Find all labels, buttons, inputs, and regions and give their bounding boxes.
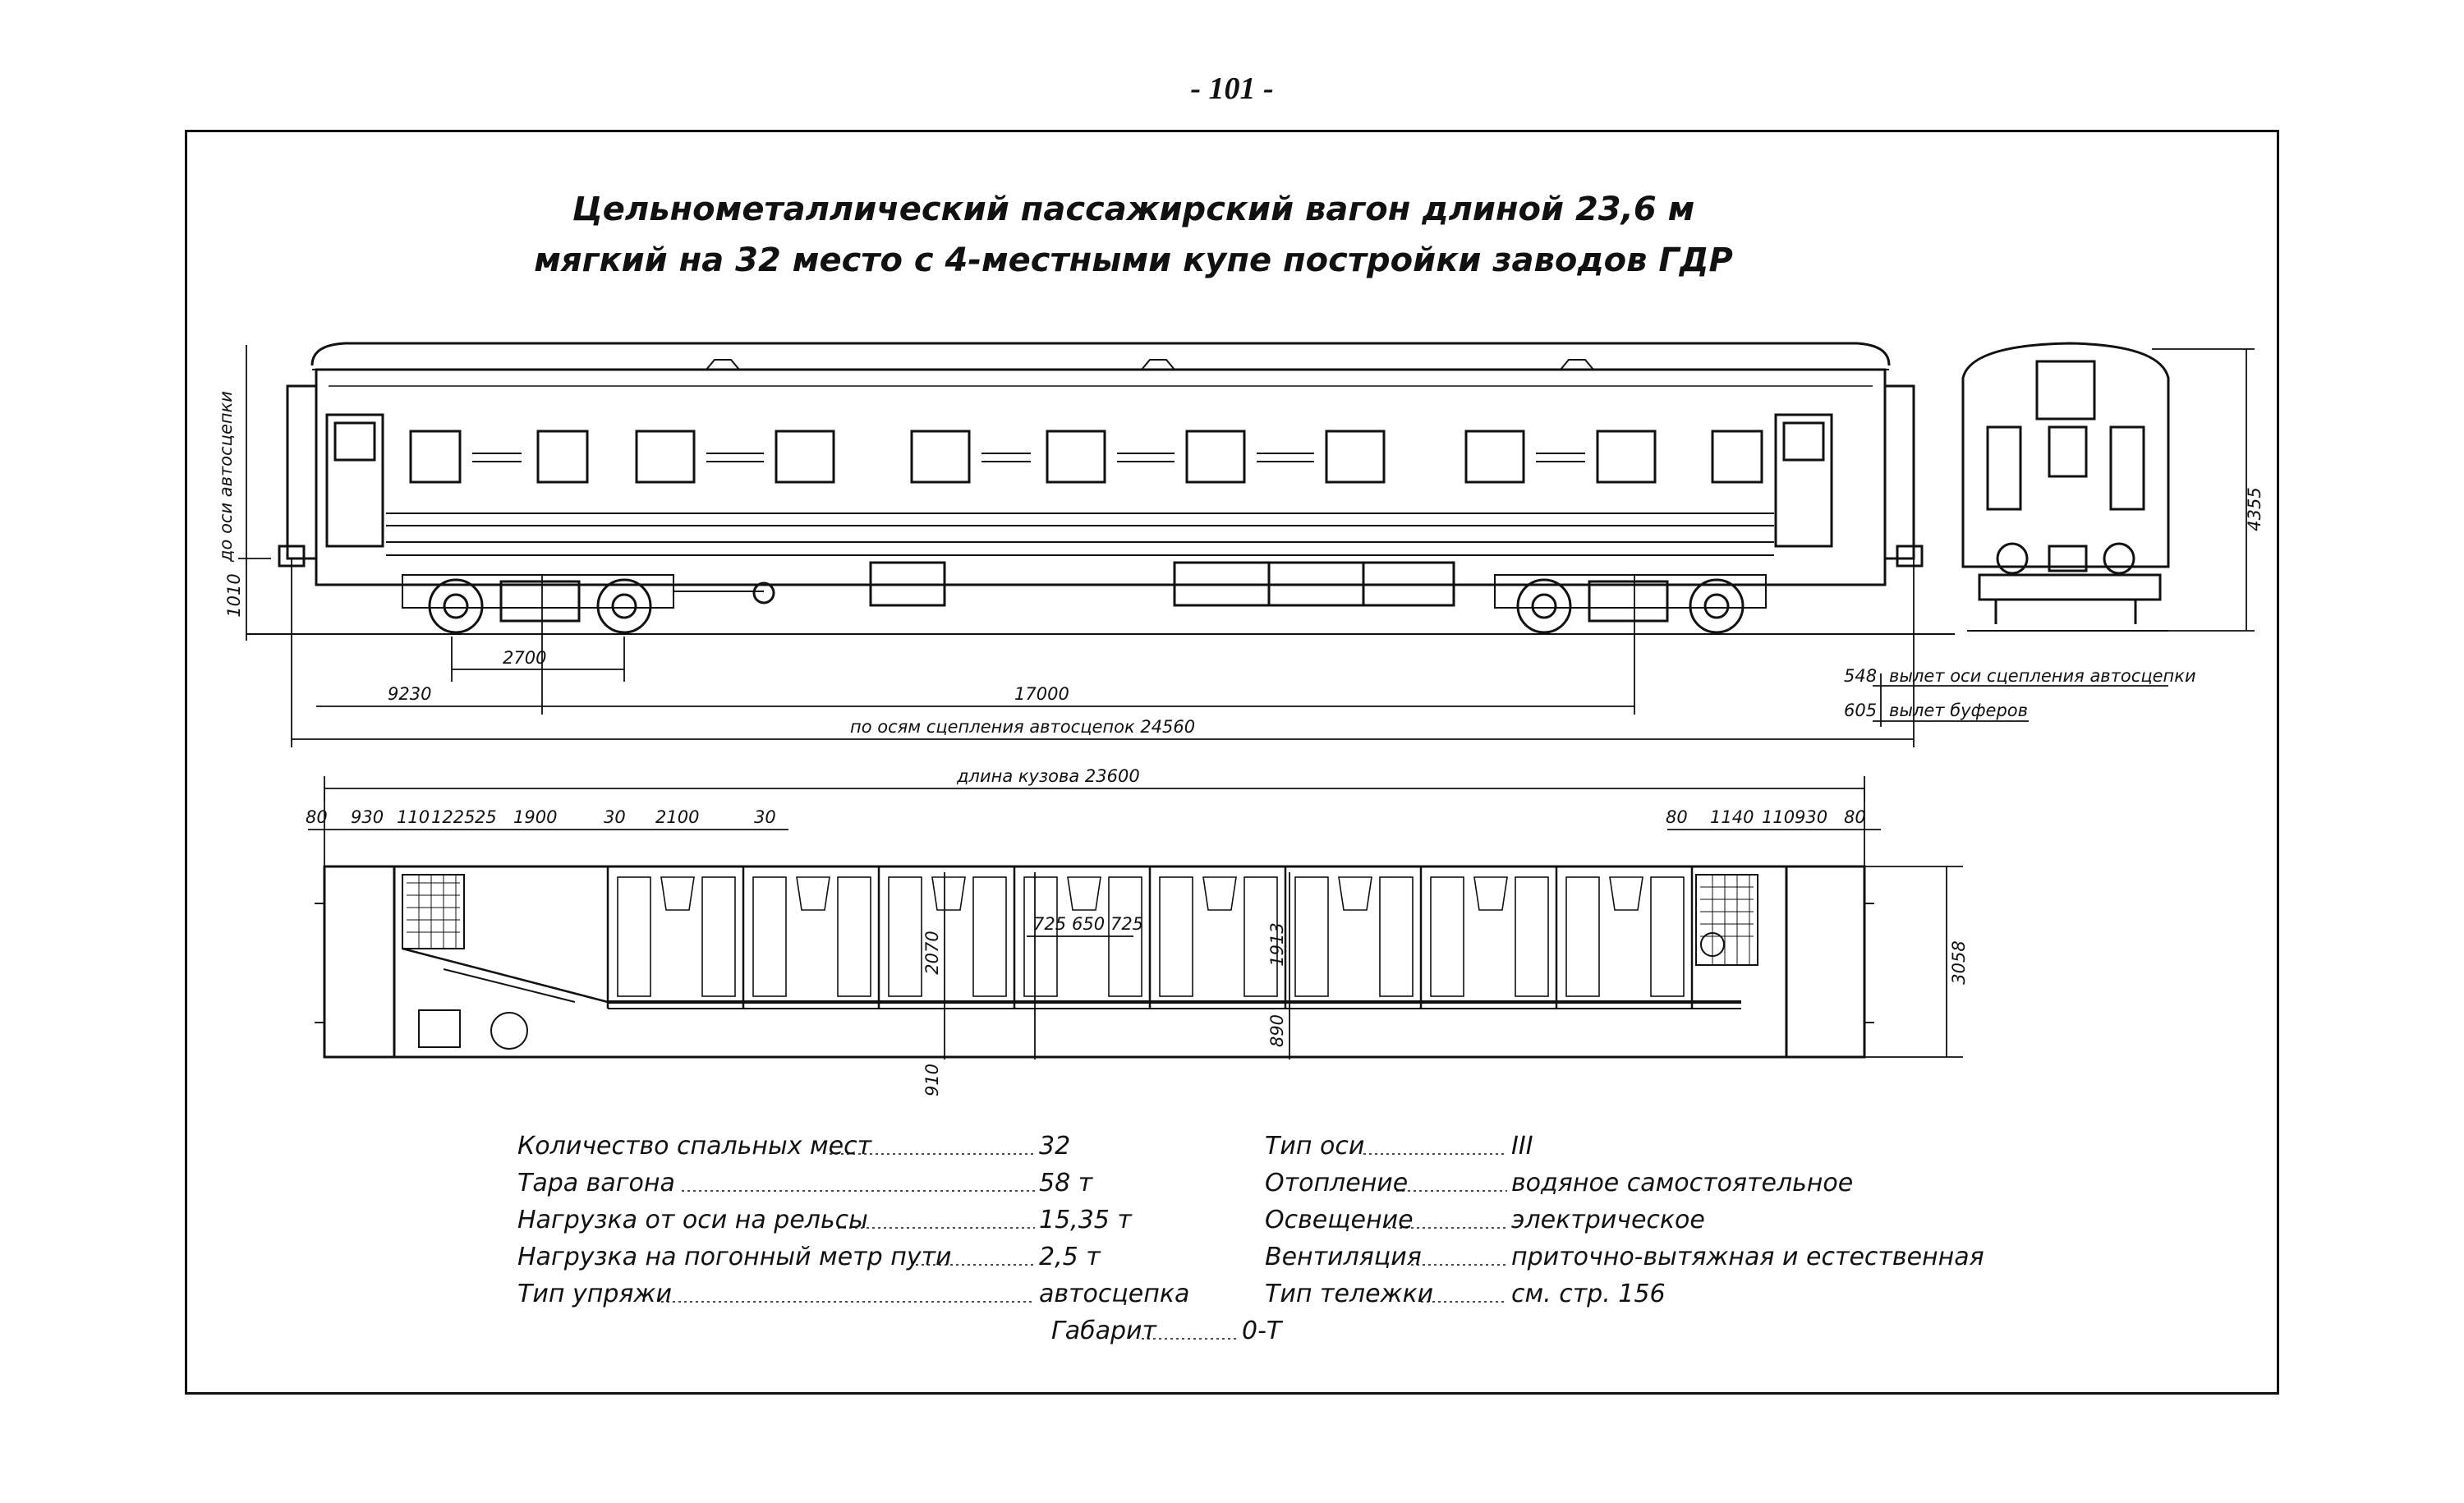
plan-dim-left-3: 1225 bbox=[431, 807, 475, 827]
plan-dim-left-1: 930 bbox=[351, 807, 384, 827]
corridor-height-1: 2070 bbox=[922, 931, 942, 974]
bogie-centers-value: 17000 bbox=[1014, 684, 1069, 704]
spec-right-label-1: Отопление bbox=[1265, 1169, 1408, 1197]
buffer-overhang-label: вылет буферов bbox=[1889, 701, 2028, 720]
aisle-width: 910 bbox=[922, 1064, 942, 1096]
corridor-height-2: 1913 bbox=[1267, 922, 1287, 966]
overhang-value: 9230 bbox=[388, 684, 431, 704]
plan-dim-right-4: 80 bbox=[1844, 807, 1866, 827]
plan-dim-left-8: 30 bbox=[754, 807, 776, 827]
title-line-1: Цельнометаллический пассажирский вагон д… bbox=[572, 191, 1695, 228]
plan-view bbox=[315, 865, 1874, 1059]
specs-right: Тип оси III Отопление водяное самостояте… bbox=[1265, 1132, 1984, 1308]
plan-dim-left-6: 30 bbox=[604, 807, 626, 827]
spec-right-value-2: электрическое bbox=[1511, 1206, 1705, 1234]
coupler-overhang-label: вылет оси сцепления автосцепки bbox=[1889, 666, 2196, 686]
spec-left-label-4: Тип упряжи bbox=[517, 1280, 672, 1308]
plan-dim-left-2: 110 bbox=[397, 807, 430, 827]
spec-right-value-4: см. стр. 156 bbox=[1511, 1280, 1666, 1308]
toilet-tile-right bbox=[1700, 875, 1754, 965]
overall-width: 3058 bbox=[1949, 940, 1969, 984]
compartment-dim-0: 725 bbox=[1033, 914, 1066, 934]
compartment-dim-2: 725 bbox=[1110, 914, 1143, 934]
plan-dim-left-0: 80 bbox=[306, 807, 328, 827]
plan-dim-right-1: 1140 bbox=[1710, 807, 1754, 827]
end-height-value: 4355 bbox=[2245, 487, 2264, 531]
gauge-spec: Габарит 0-Т bbox=[1051, 1317, 1284, 1345]
spec-right-label-2: Освещение bbox=[1265, 1206, 1414, 1234]
plan-dim-left-5: 1900 bbox=[513, 807, 557, 827]
plan-dim-text-inner: 725 650 725 2070 1913 890 910 3058 bbox=[922, 914, 1969, 1096]
specs-left: Количество спальных мест 32 Тара вагона … bbox=[517, 1132, 1189, 1308]
spec-right-label-0: Тип оси bbox=[1265, 1132, 1364, 1161]
spec-left-value-1: 58 т bbox=[1039, 1169, 1094, 1197]
side-view bbox=[246, 342, 1955, 635]
vertical-coupler-label: до оси автосцепки bbox=[216, 391, 236, 563]
title-line-2: мягкий на 32 место с 4-местными купе пос… bbox=[534, 241, 1733, 279]
bogie-base-value: 2700 bbox=[503, 648, 546, 668]
gauge-label: Габарит bbox=[1051, 1317, 1158, 1345]
plan-dim-right-2: 110 bbox=[1762, 807, 1795, 827]
coupler-overhang-value: 548 bbox=[1844, 666, 1877, 686]
spec-right-label-4: Тип тележки bbox=[1265, 1280, 1433, 1308]
plan-dim-right-3: 930 bbox=[1795, 807, 1827, 827]
plan-dim-text-right: 80 1140 110 930 80 bbox=[1666, 807, 1866, 827]
spec-left-label-0: Количество спальных мест bbox=[517, 1132, 873, 1161]
coupler-height-value: 1010 bbox=[224, 573, 244, 617]
spec-right-value-0: III bbox=[1511, 1132, 1533, 1161]
side-view-dimensions bbox=[238, 345, 2168, 801]
spec-right-value-3: приточно-вытяжная и естественная bbox=[1511, 1243, 1984, 1271]
page-number: - 101 - bbox=[1190, 71, 1274, 106]
drawing-frame bbox=[185, 130, 2279, 1395]
spec-left-value-0: 32 bbox=[1039, 1132, 1070, 1161]
buffer-overhang-value: 605 bbox=[1844, 701, 1877, 720]
plan-dim-left-4: 25 bbox=[475, 807, 497, 827]
spec-left-label-1: Тара вагона bbox=[517, 1169, 675, 1197]
plan-dim-left-7: 2100 bbox=[655, 807, 699, 827]
body-length-label: длина кузова 23600 bbox=[956, 766, 1140, 786]
spec-left-value-2: 15,35 т bbox=[1039, 1206, 1133, 1234]
spec-right-value-1: водяное самостоятельное bbox=[1511, 1169, 1853, 1197]
toilet-tile-left bbox=[407, 875, 460, 949]
side-view-dimension-text: до оси автосцепки 1010 2700 9230 17000 п… bbox=[216, 391, 2196, 786]
spec-left-value-3: 2,5 т bbox=[1039, 1243, 1101, 1271]
spec-left-label-2: Нагрузка от оси на рельсы bbox=[517, 1206, 868, 1234]
corridor-width: 890 bbox=[1267, 1014, 1287, 1047]
plan-dim-text-left: 80 930 110 1225 25 1900 30 2100 30 bbox=[306, 807, 776, 827]
spec-left-label-3: Нагрузка на погонный метр пути bbox=[517, 1243, 952, 1271]
gauge-value: 0-Т bbox=[1242, 1317, 1284, 1345]
coupler-length-label: по осям сцепления автосцепок 24560 bbox=[850, 717, 1195, 737]
compartment-dim-1: 650 bbox=[1072, 914, 1105, 934]
spec-right-label-3: Вентиляция bbox=[1265, 1243, 1422, 1271]
plan-dim-right-0: 80 bbox=[1666, 807, 1688, 827]
spec-left-value-4: автосцепка bbox=[1039, 1280, 1189, 1308]
end-view-dimensions bbox=[2152, 348, 2255, 632]
end-view bbox=[1961, 342, 2170, 632]
plan-view-dimensions bbox=[308, 787, 1963, 1059]
